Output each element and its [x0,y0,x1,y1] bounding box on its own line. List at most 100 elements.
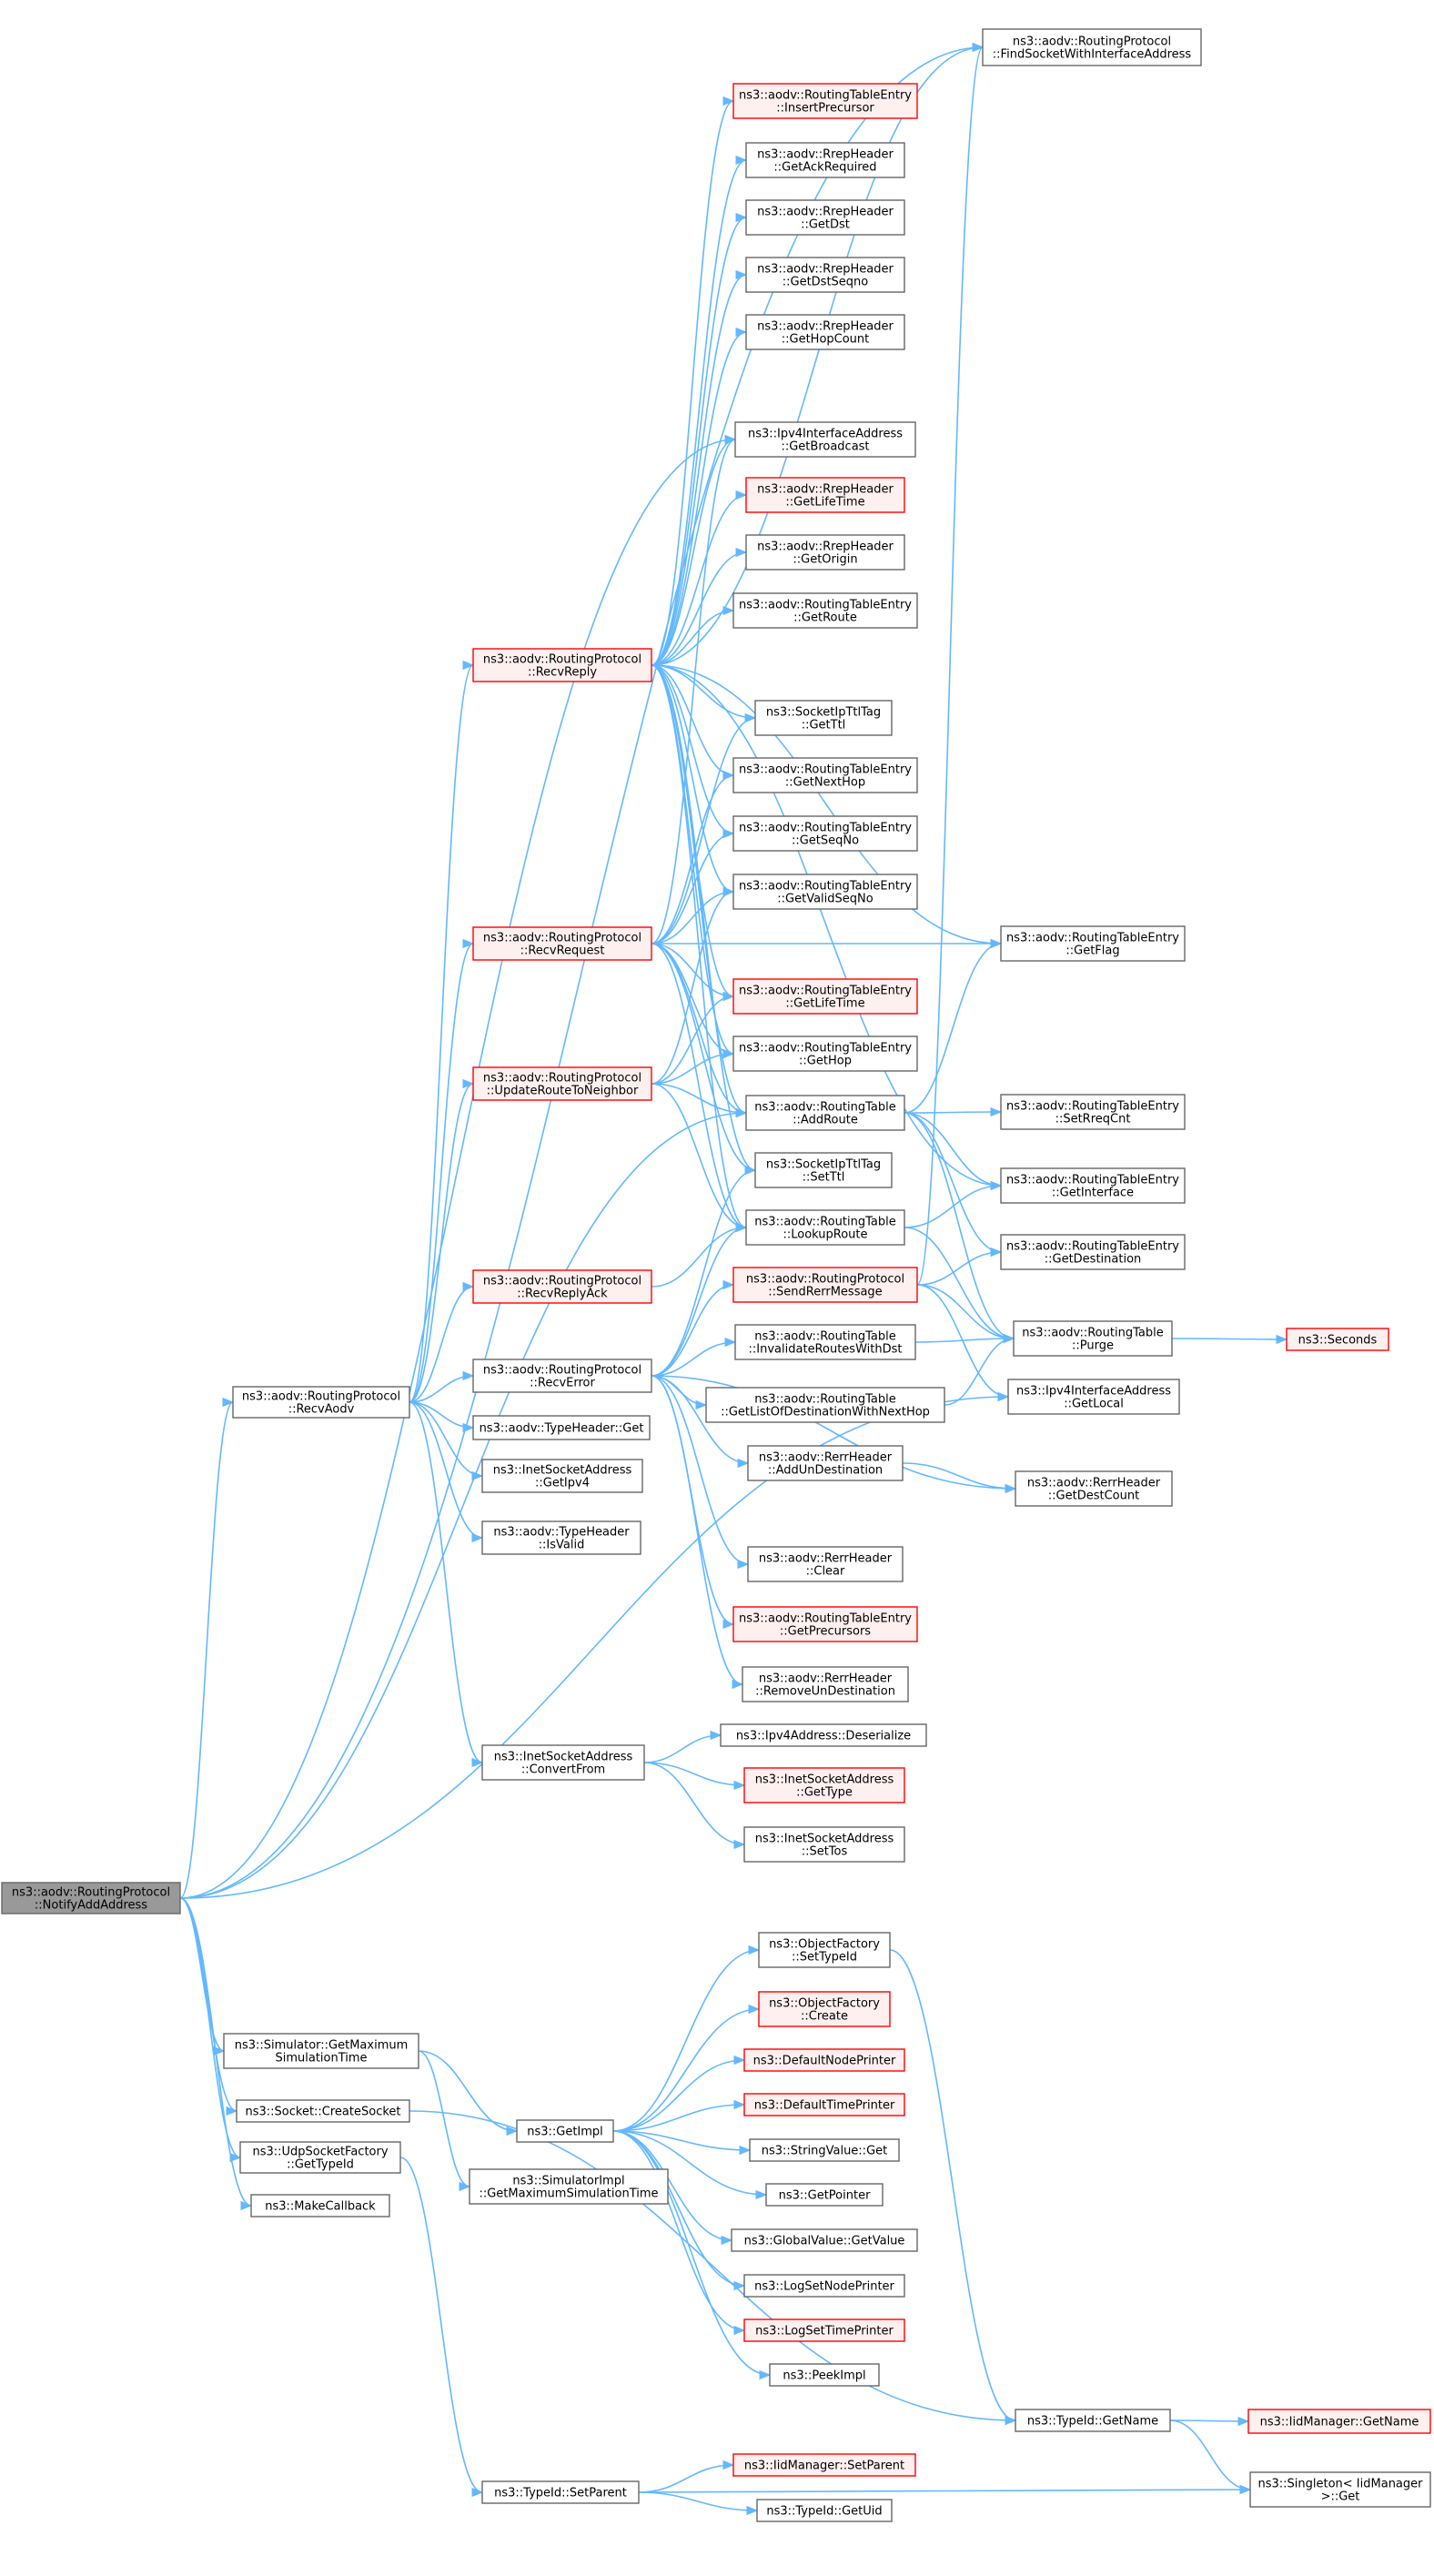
node-udpGetTypeId[interactable]: ns3::UdpSocketFactory::GetTypeId [239,2141,401,2174]
node-rrepGetAckRequired[interactable]: ns3::aodv::RrepHeader::GetAckRequired [745,142,905,178]
node-iidGetName[interactable]: ns3::IidManager::GetName [1247,2409,1431,2434]
node-rerrClear[interactable]: ns3::aodv::RerrHeader::Clear [747,1546,904,1582]
node-inetGetIpv4[interactable]: ns3::InetSocketAddress::GetIpv4 [481,1459,643,1493]
node-rteGetPrecursors[interactable]: ns3::aodv::RoutingTableEntry::GetPrecurs… [732,1606,918,1642]
node-ttlSetTtl[interactable]: ns3::SocketIpTtlTag::SetTtl [754,1152,893,1188]
node-recvReplyAck[interactable]: ns3::aodv::RoutingProtocol::RecvReplyAck [472,1269,652,1304]
node-rtInvalidate[interactable]: ns3::aodv::RoutingTable::InvalidateRoute… [734,1324,916,1360]
edge-inetConvertFrom-to-inetGetType [643,1762,746,1791]
node-label-line: ns3::aodv::RoutingProtocol [483,1364,641,1378]
node-typeIdGetName[interactable]: ns3::TypeId::GetName [1015,2409,1171,2432]
node-label-line: ::GetNextHop [785,776,865,790]
node-rteSetRreqCnt[interactable]: ns3::aodv::RoutingTableEntry::SetRreqCnt [1000,1094,1186,1130]
node-ttlGetTtl[interactable]: ns3::SocketIpTtlTag::GetTtl [754,700,893,736]
node-rteGetLifeTime[interactable]: ns3::aodv::RoutingTableEntry::GetLifeTim… [732,978,918,1015]
node-box [472,648,652,682]
edge-recvReplyAck-to-rtLookupRoute [651,1222,748,1288]
node-stringValueGet[interactable]: ns3::StringValue::Get [749,2138,900,2162]
node-globalValueGetValue[interactable]: ns3::GlobalValue::GetValue [731,2228,918,2252]
node-recvError[interactable]: ns3::aodv::RoutingProtocol::RecvError [472,1359,652,1393]
node-logSetNodePrinter[interactable]: ns3::LogSetNodePrinter [743,2274,905,2298]
node-rerrGetDestCount[interactable]: ns3::aodv::RerrHeader::GetDestCount [1015,1470,1173,1507]
node-recvAodv[interactable]: ns3::aodv::RoutingProtocol::RecvAodv [232,1386,410,1419]
edge-rtAddRoute-to-rtPurge [904,1112,1015,1344]
node-iidSetParent[interactable]: ns3::IidManager::SetParent [732,2453,916,2477]
edge-root-to-createSocket [179,1897,238,2116]
node-getMaxSim[interactable]: ns3::Simulator::GetMaximumSimulationTime [223,2033,419,2069]
node-rtPurge[interactable]: ns3::aodv::RoutingTable::Purge [1013,1320,1173,1357]
edge-getImpl-to-peekImpl [612,2130,772,2380]
node-rrepGetOrigin[interactable]: ns3::aodv::RrepHeader::GetOrigin [745,534,905,571]
edge-recvRequest-to-rteGetLifeTime [651,943,735,1002]
node-rrepGetHopCount[interactable]: ns3::aodv::RrepHeader::GetHopCount [745,314,905,350]
node-findSocket[interactable]: ns3::aodv::RoutingProtocol::FindSocketWi… [982,28,1202,66]
node-peekImpl[interactable]: ns3::PeekImpl [769,2363,880,2387]
node-ipv4Deserialize[interactable]: ns3::Ipv4Address::Deserialize [720,1723,927,1747]
node-singletonGet[interactable]: ns3::Singleton< IidManager>::Get [1249,2471,1431,2508]
node-ipv4IfGetLocal[interactable]: ns3::Ipv4InterfaceAddress::GetLocal [1007,1379,1180,1415]
node-rteGetSeqNo[interactable]: ns3::aodv::RoutingTableEntry::GetSeqNo [732,815,918,852]
node-box [732,83,918,119]
node-label-line: ns3::aodv::RoutingTableEntry [739,985,912,998]
edge-getMaxSim-to-getImpl [418,2050,519,2137]
node-makeCallback[interactable]: ns3::MakeCallback [250,2194,390,2217]
node-box [472,1359,652,1393]
node-label-line: ::AddRoute [793,1114,858,1127]
node-createSocket[interactable]: ns3::Socket::CreateSocket [236,2099,410,2123]
node-logSetTimePrinter[interactable]: ns3::LogSetTimePrinter [743,2318,905,2342]
node-ofSetTypeId[interactable]: ns3::ObjectFactory::SetTypeId [758,1932,891,1968]
node-inetSetTos[interactable]: ns3::InetSocketAddress::SetTos [743,1826,905,1863]
node-rteGetValidSeqNo[interactable]: ns3::aodv::RoutingTableEntry::GetValidSe… [732,874,918,910]
node-rteGetFlag[interactable]: ns3::aodv::RoutingTableEntry::GetFlag [1000,925,1186,962]
node-rrepGetLifeTime[interactable]: ns3::aodv::RrepHeader::GetLifeTime [745,477,905,513]
edge-recvError-to-rerrAddUnDest [651,1375,750,1469]
node-updateRoute[interactable]: ns3::aodv::RoutingProtocol::UpdateRouteT… [472,1066,652,1101]
node-inetGetType[interactable]: ns3::InetSocketAddress::GetType [743,1767,905,1803]
node-typeHeaderGet[interactable]: ns3::aodv::TypeHeader::Get [472,1415,651,1440]
node-box [481,1744,645,1781]
node-rerrRemoveUnDest[interactable]: ns3::aodv::RerrHeader::RemoveUnDestinati… [742,1666,909,1702]
node-rteGetInterface[interactable]: ns3::aodv::RoutingTableEntry::GetInterfa… [1000,1167,1186,1204]
node-label-line: ::RecvError [530,1377,595,1390]
node-label-line: ::GetDstSeqno [783,276,869,289]
node-defNodePrinter[interactable]: ns3::DefaultNodePrinter [743,2048,905,2072]
node-typeIdSetParent[interactable]: ns3::TypeId::SetParent [481,2480,640,2504]
node-label-line: SimulationTime [275,2052,367,2066]
edge-rtGetListOfDst-to-rtPurge [944,1333,1015,1406]
edge-recvAodv-to-typeHeaderIsValid [409,1401,484,1543]
node-box [1000,1094,1186,1130]
node-rteGetRoute[interactable]: ns3::aodv::RoutingTableEntry::GetRoute [732,592,918,629]
node-rtGetListOfDst[interactable]: ns3::aodv::RoutingTable::GetListOfDestin… [705,1387,945,1423]
node-inetConvertFrom[interactable]: ns3::InetSocketAddress::ConvertFrom [481,1744,645,1781]
node-rrepGetDst[interactable]: ns3::aodv::RrepHeader::GetDst [745,199,905,236]
edge-rtAddRoute-to-rteGetFlag [904,938,1003,1114]
node-rteGetHop[interactable]: ns3::aodv::RoutingTableEntry::GetHop [732,1035,918,1072]
node-rteGetNextHop[interactable]: ns3::aodv::RoutingTableEntry::GetNextHop [732,757,918,793]
node-typeIdGetUid[interactable]: ns3::TypeId::GetUid [756,2499,893,2522]
node-rtLookupRoute[interactable]: ns3::aodv::RoutingTable::LookupRoute [745,1209,905,1246]
node-box [732,815,918,852]
node-rerrAddUnDest[interactable]: ns3::aodv::RerrHeader::AddUnDestination [747,1445,904,1481]
node-seconds[interactable]: ns3::Seconds [1286,1328,1389,1351]
node-label-line: ns3::aodv::TypeHeader [493,1526,630,1540]
node-recvRequest[interactable]: ns3::aodv::RoutingProtocol::RecvRequest [472,926,652,961]
node-defTimePrinter[interactable]: ns3::DefaultTimePrinter [743,2093,905,2116]
node-rteGetDestination[interactable]: ns3::aodv::RoutingTableEntry::GetDestina… [1000,1234,1186,1270]
node-rrepGetDstSeqno[interactable]: ns3::aodv::RrepHeader::GetDstSeqno [745,257,905,293]
node-getImpl[interactable]: ns3::GetImpl [516,2119,614,2143]
node-root[interactable]: ns3::aodv::RoutingProtocol::NotifyAddAdd… [1,1882,181,1914]
node-ipv4IfGetBroadcast[interactable]: ns3::Ipv4InterfaceAddress::GetBroadcast [734,421,916,458]
edge-inetConvertFrom-to-inetSetTos [643,1762,746,1850]
node-typeHeaderIsValid[interactable]: ns3::aodv::TypeHeader::IsValid [481,1520,641,1555]
node-rteInsertPrecursor[interactable]: ns3::aodv::RoutingTableEntry::InsertPrec… [732,83,918,119]
node-sendRerr[interactable]: ns3::aodv::RoutingProtocol::SendRerrMess… [732,1267,918,1303]
node-simImplGetMax[interactable]: ns3::SimulatorImpl::GetMaximumSimulation… [469,2168,669,2205]
node-recvReply[interactable]: ns3::aodv::RoutingProtocol::RecvReply [472,648,652,682]
node-box [982,28,1202,66]
node-box [232,1386,410,1419]
edge-inetConvertFrom-to-ipv4Deserialize [643,1730,722,1763]
node-ofCreate[interactable]: ns3::ObjectFactory::Create [758,1991,891,2027]
node-getPointer[interactable]: ns3::GetPointer [765,2183,884,2207]
node-rtAddRoute[interactable]: ns3::aodv::RoutingTable::AddRoute [745,1095,905,1131]
node-box [472,1415,651,1440]
